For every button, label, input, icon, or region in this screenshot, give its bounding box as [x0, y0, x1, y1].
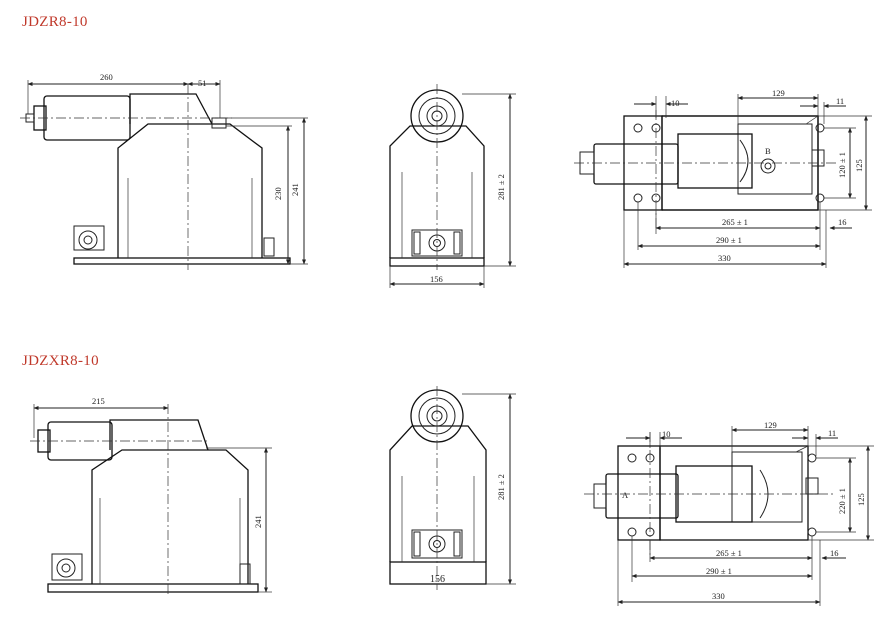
dim-10-bottom: 10: [662, 429, 671, 439]
dim-11: 11: [836, 96, 844, 106]
dim-215: 215: [92, 396, 105, 406]
dim-10: 10: [671, 98, 680, 108]
title-jdzr8-10: JDZR8-10: [22, 14, 88, 30]
dim-265-bottom: 265 ± 1: [716, 548, 742, 558]
dim-330: 330: [718, 253, 731, 263]
dim-330-bottom: 330: [712, 591, 725, 601]
dim-120: 120 ± 1: [837, 152, 847, 178]
jdzxr-front-view: [389, 386, 516, 590]
label-a: A: [622, 490, 629, 500]
jdzr-front-view: [389, 84, 516, 288]
dim-260: 260: [100, 72, 113, 82]
jdzr-plan-view: [574, 94, 872, 268]
dim-125: 125: [854, 159, 864, 172]
dim-290-bottom: 290 ± 1: [706, 566, 732, 576]
title-jdzxr8-10: JDZXR8-10: [22, 353, 99, 369]
dim-156-bottom: 156: [430, 574, 445, 585]
dim-265: 265 ± 1: [722, 217, 748, 227]
jdzxr-plan-view: [584, 426, 874, 606]
dim-220: 220 ± 1: [837, 488, 847, 514]
dim-129-bottom: 129: [764, 420, 777, 430]
dim-16-bottom: 16: [830, 548, 839, 558]
dim-16: 16: [838, 217, 847, 227]
dim-281-bottom: 281 ± 2: [496, 474, 506, 500]
jdzxr-side-view: [30, 404, 272, 596]
dim-290: 290 ± 1: [716, 235, 742, 245]
label-b: B: [765, 146, 771, 156]
dim-11-bottom: 11: [828, 428, 836, 438]
jdzr-side-view: [20, 80, 308, 270]
dim-129: 129: [772, 88, 785, 98]
dim-51: 51: [198, 78, 207, 88]
dim-230: 230: [273, 187, 283, 200]
dim-241-bottom: 241: [253, 515, 263, 528]
dim-241: 241: [290, 183, 300, 196]
dim-281: 281 ± 2: [496, 174, 506, 200]
dim-156: 156: [430, 274, 443, 284]
dim-125-bottom: 125: [856, 493, 866, 506]
